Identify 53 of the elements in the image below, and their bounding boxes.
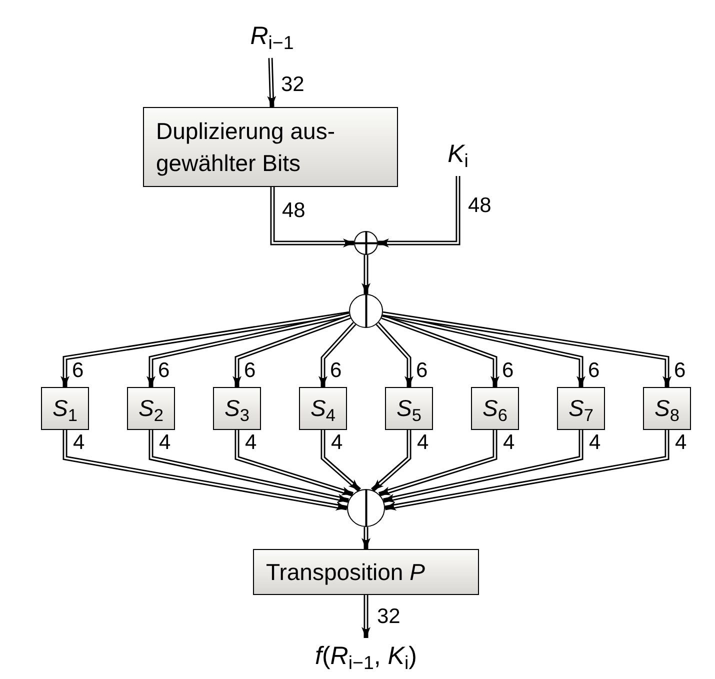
edge-label: 6 — [587, 358, 601, 384]
edge-label: 32 — [280, 72, 306, 98]
edge-label: 4 — [158, 430, 172, 456]
sbox: S$_{5}$ — [385, 387, 433, 430]
double-arrow — [148, 430, 349, 503]
math-label: f(R$_{i−1}$, K$_{i}$) — [286, 638, 446, 676]
double-arrow — [318, 322, 356, 387]
edge-label: 48 — [467, 193, 492, 219]
double-arrow — [362, 527, 370, 549]
double-arrow — [384, 430, 670, 510]
edge-label: 4 — [244, 430, 258, 456]
double-arrow — [378, 430, 498, 496]
sbox: S$_{6}$ — [471, 387, 519, 430]
double-arrow — [378, 176, 460, 248]
edge-label: 6 — [71, 358, 85, 384]
double-arrow — [362, 255, 370, 294]
edge-label: 6 — [415, 358, 429, 384]
edge-label: 32 — [376, 604, 402, 630]
sbox: S$_{8}$ — [643, 387, 691, 430]
sbox: S$_{7}$ — [557, 387, 605, 430]
edge-label: 4 — [330, 430, 344, 456]
edge-label: 4 — [588, 430, 602, 456]
edge-label: 48 — [281, 198, 306, 224]
double-arrow — [320, 430, 361, 492]
double-arrow — [270, 187, 354, 248]
double-arrow — [267, 58, 276, 108]
math-label: K$_{i}$ — [428, 134, 488, 176]
double-arrow — [383, 430, 584, 503]
sbox: S$_{1}$ — [41, 387, 89, 430]
edge-label: 4 — [502, 430, 516, 456]
edge-label: 4 — [416, 430, 430, 456]
edge-label: 6 — [157, 358, 171, 384]
double-arrow — [382, 311, 672, 387]
edge-label: 6 — [673, 358, 687, 384]
process-box: Duplizierung aus- gewählter Bits — [143, 107, 398, 187]
edge-label: 6 — [501, 358, 515, 384]
process-box: Transposition P — [253, 549, 479, 595]
double-arrow — [60, 311, 350, 387]
sbox: S$_{4}$ — [299, 387, 347, 430]
edge-label: 6 — [243, 358, 257, 384]
double-arrow — [62, 430, 348, 510]
double-arrow — [376, 322, 414, 387]
math-label: R$_{i−1}$ — [232, 16, 312, 58]
sbox: S$_{2}$ — [127, 387, 175, 430]
sbox: S$_{3}$ — [213, 387, 261, 430]
edge-label: 6 — [329, 358, 343, 384]
edge-label: 4 — [72, 430, 86, 456]
double-arrow — [371, 430, 412, 492]
double-arrow — [232, 314, 351, 387]
double-arrow — [362, 595, 370, 638]
double-arrow — [146, 312, 350, 387]
edge-label: 4 — [674, 430, 688, 456]
double-arrow — [234, 430, 354, 496]
